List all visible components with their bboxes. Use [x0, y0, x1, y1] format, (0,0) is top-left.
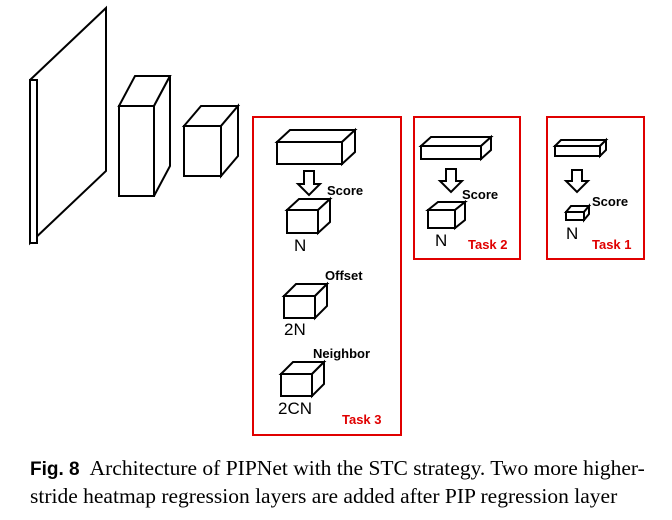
task1-score-dim: N — [566, 224, 578, 243]
caption-line-2: stride heatmap regression layers are add… — [30, 484, 618, 508]
task3-down-arrow-icon — [295, 170, 323, 197]
task2-input-feature — [418, 134, 494, 162]
task2-score-cube — [425, 199, 468, 231]
task3-box — [252, 116, 402, 436]
task2-score-dim: N — [435, 231, 447, 250]
architecture-diagram: Score N Offset 2N Neighbor 2CN Task 3 Sc… — [29, 5, 645, 436]
task3-offset-label: Offset — [325, 268, 363, 283]
task3-input-feature — [274, 127, 358, 167]
task3-neighbor-dim: 2CN — [278, 399, 312, 418]
task1-label: Task 1 — [592, 237, 632, 252]
caption-line-1: Architecture of PIPNet with the STC stra… — [89, 456, 645, 480]
backbone-feature-map-small — [181, 103, 241, 179]
task3-neighbor-label: Neighbor — [313, 346, 370, 361]
task3-neighbor-cube — [278, 359, 327, 399]
backbone-feature-map-large — [29, 5, 107, 246]
task2-box — [413, 116, 521, 260]
task3-score-dim: N — [294, 236, 306, 255]
task2-label: Task 2 — [468, 237, 508, 252]
figure-number: Fig. 8 — [30, 459, 80, 480]
figure-caption: Fig. 8 Architecture of PIPNet with the ST… — [30, 455, 670, 509]
task1-score-label: Score — [592, 194, 628, 209]
task1-box — [546, 116, 645, 260]
task1-score-cube — [563, 203, 592, 223]
task3-offset-dim: 2N — [284, 320, 306, 339]
task3-label: Task 3 — [342, 412, 382, 427]
task3-offset-cube — [281, 281, 330, 321]
task2-down-arrow-icon — [437, 168, 465, 194]
task2-score-label: Score — [462, 187, 498, 202]
task3-score-label: Score — [327, 183, 363, 198]
task1-down-arrow-icon — [563, 169, 591, 194]
task1-input-feature — [552, 137, 609, 159]
backbone-feature-map-medium — [117, 75, 172, 197]
task3-score-cube — [284, 196, 333, 236]
